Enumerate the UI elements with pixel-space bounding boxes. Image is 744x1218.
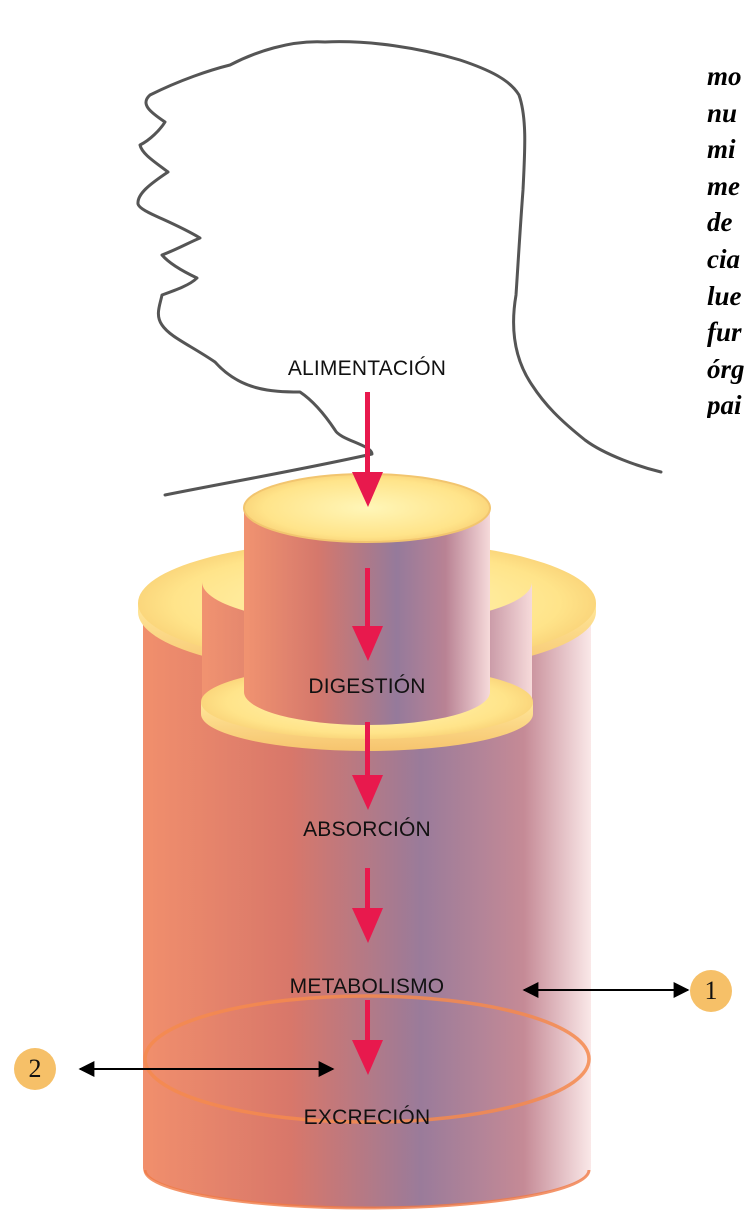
- label-alimentacion: ALIMENTACIÓN: [287, 357, 447, 380]
- callout-badge-2: 2: [14, 1048, 56, 1090]
- label-metabolismo: METABOLISMO: [289, 975, 445, 998]
- flow-arrow-metabolismo: [352, 868, 383, 943]
- label-excrecion: EXCRECIÓN: [303, 1106, 431, 1129]
- side-line: órg: [707, 353, 744, 384]
- base-inner-ring: [143, 994, 591, 1124]
- side-line: de: [707, 207, 733, 238]
- side-line: mi: [707, 134, 736, 165]
- side-paragraph: mo nu mi me de cia lue fur órg pai nac: [707, 58, 744, 418]
- side-line: me: [707, 170, 740, 201]
- side-line: pai: [707, 390, 742, 418]
- side-line: fur: [707, 317, 742, 348]
- flow-arrow-digestion: [352, 568, 383, 661]
- label-digestion: DIGESTIÓN: [308, 675, 426, 698]
- side-line: lue: [707, 280, 742, 311]
- flow-arrow-absorcion: [352, 722, 383, 810]
- side-line: nu: [707, 97, 738, 128]
- side-line: cia: [707, 243, 740, 274]
- side-line: mo: [707, 61, 742, 91]
- callout-badge-1: 1: [690, 970, 732, 1012]
- flow-arrow-alimentacion: [352, 392, 383, 507]
- flow-arrow-excrecion: [352, 1000, 383, 1075]
- head-outline: [136, 40, 663, 497]
- label-absorcion: ABSORCIÓN: [303, 818, 431, 841]
